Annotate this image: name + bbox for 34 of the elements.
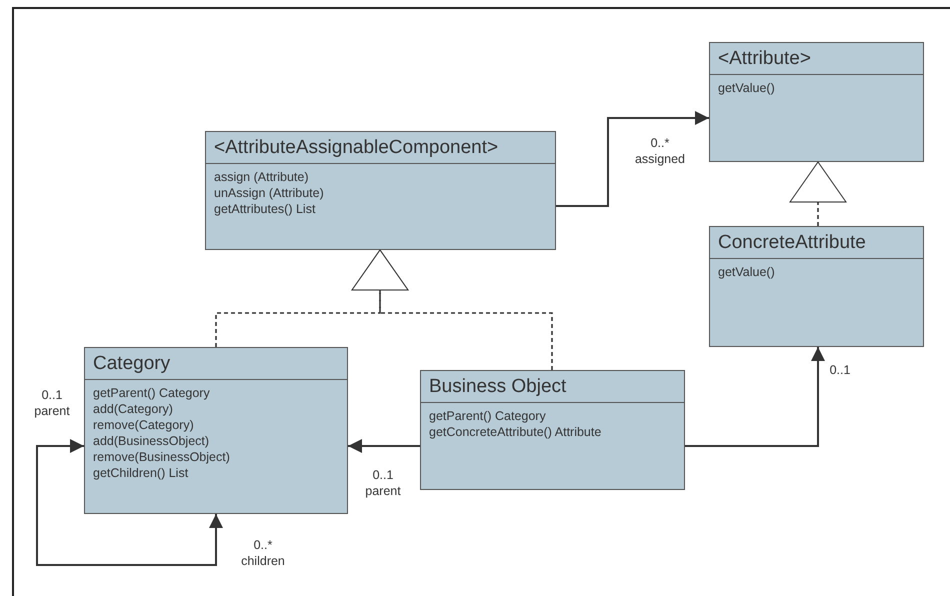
method-text: getParent() Category: [429, 408, 547, 424]
method-text: getValue(): [718, 80, 776, 96]
multiplicity-label: 0..1 parent: [364, 467, 402, 499]
association-arrow: [348, 439, 420, 453]
method-text: add(Category): [93, 401, 174, 417]
class-name: Business Object: [421, 371, 684, 403]
class-name: ConcreteAttribute: [710, 227, 923, 259]
realization-arrow: [790, 162, 846, 226]
multiplicity-label: 0..1: [828, 362, 852, 378]
method-text: add(BusinessObject): [93, 433, 210, 449]
association-arrow: [36, 439, 223, 566]
method-text: assign (Attribute): [214, 169, 310, 185]
class-box: [709, 226, 924, 347]
class-name: <Attribute>: [710, 43, 923, 75]
class-box: [420, 370, 685, 490]
method-text: getAttributes() List: [214, 201, 316, 217]
multiplicity-label: 0..1 parent: [33, 387, 71, 419]
multiplicity-label: 0..* children: [240, 537, 286, 569]
method-text: getConcreteAttribute() Attribute: [429, 424, 602, 440]
realization-arrow: [352, 250, 553, 370]
method-text: remove(Category): [93, 417, 195, 433]
association-arrow: [556, 111, 709, 207]
method-text: remove(BusinessObject): [93, 449, 231, 465]
method-text: unAssign (Attribute): [214, 185, 325, 201]
class-box: [84, 347, 348, 514]
association-arrow: [685, 347, 825, 447]
method-text: getParent() Category: [93, 385, 211, 401]
class-name: <AttributeAssignableComponent>: [206, 132, 555, 164]
method-text: getChildren() List: [93, 465, 190, 481]
multiplicity-label: 0..* assigned: [634, 135, 686, 167]
class-box: [709, 42, 924, 162]
class-box: [205, 131, 556, 250]
class-name: Category: [85, 348, 347, 380]
method-text: getValue(): [718, 264, 776, 280]
